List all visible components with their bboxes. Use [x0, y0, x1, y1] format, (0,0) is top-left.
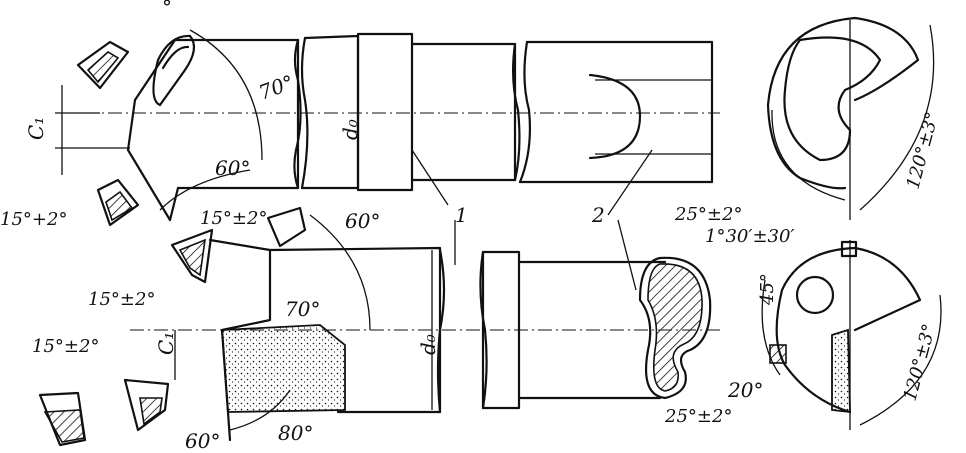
bottom-cutter	[38, 206, 720, 447]
top-body	[410, 42, 517, 182]
arc-70	[189, 29, 263, 161]
section-view-e	[123, 378, 170, 432]
insert-section	[831, 328, 851, 414]
d0-bottom-label: d₀	[416, 334, 440, 355]
arc-25	[771, 109, 846, 201]
leader-2b	[617, 219, 637, 291]
tol-15-left-label: 15°±2°	[88, 289, 155, 310]
c1-top-label: C₁	[24, 117, 48, 140]
end-view-outline	[853, 246, 922, 332]
key-square-lower	[769, 344, 787, 364]
part-1-label: 1	[455, 203, 468, 227]
key-square	[840, 240, 858, 258]
angle-60-top-label: 60°	[215, 156, 250, 180]
angle-20-label: 20°	[727, 378, 763, 402]
tol-25-bottom-label: 25°±2°	[664, 406, 732, 427]
d0-top-label: d₀	[338, 119, 362, 140]
leader-1	[411, 149, 449, 206]
tol-120-bottom-label: 120°±3°	[900, 322, 941, 404]
arc-60-mid	[309, 214, 371, 331]
arc-120-b	[859, 294, 942, 426]
top-shank-mid	[300, 34, 360, 190]
tol-15-mid-label: 15°±2°	[200, 208, 267, 229]
section-view-d	[38, 391, 87, 447]
end-view-bottom	[761, 240, 942, 430]
arc-60	[159, 169, 251, 211]
break-line	[436, 248, 446, 414]
angle-60-mid-label: 60°	[345, 209, 380, 233]
angle-45-label: 45°	[757, 273, 778, 306]
section-hatch	[86, 51, 120, 84]
annotations: ° 70° C₁ d₀ 60° 15°+2° 15°±2° 60° 1 2 15…	[0, 0, 943, 453]
bottom-head-profile	[208, 238, 272, 442]
arc-120	[859, 24, 935, 211]
leader-2	[607, 149, 653, 216]
top-collar	[356, 32, 414, 192]
break-line	[512, 42, 521, 182]
tube-wall-hatch	[647, 263, 703, 392]
tail-section	[588, 73, 642, 160]
section-view-a	[76, 40, 130, 90]
c1-bottom-label: C₁	[154, 332, 178, 355]
end-view-top	[766, 16, 935, 220]
arc-80	[229, 389, 291, 431]
tol-25-top-label: 25°±2°	[674, 204, 742, 225]
tube-end-section	[638, 256, 712, 400]
bottom-tail-edges	[517, 260, 667, 400]
degree-mark-label: °	[162, 0, 172, 19]
arc-45	[761, 279, 781, 376]
break-line	[300, 36, 309, 190]
bore-circle	[795, 275, 835, 315]
end-view-outline	[766, 16, 857, 190]
tol-15-top-label: 15°+2°	[0, 209, 67, 230]
top-tail	[518, 40, 714, 184]
angle-70-top-label: 70°	[256, 70, 298, 105]
tol-120-top-label: 120°±3°	[903, 110, 944, 192]
angle-80-label: 80°	[278, 421, 313, 445]
angle-60-bottom-label: 60°	[185, 429, 220, 453]
top-cutter	[55, 29, 720, 227]
tail-lines	[595, 79, 712, 155]
section-hatch	[105, 190, 134, 222]
tol-15-bottom-label: 15°±2°	[32, 336, 99, 357]
section-hatch	[139, 397, 163, 426]
top-shank-head	[173, 38, 300, 190]
end-view-outline	[775, 246, 857, 414]
section-view-c	[170, 228, 214, 284]
flute-edge	[161, 45, 190, 70]
tol-1-30-label: 1°30′±30′	[705, 226, 795, 247]
kidney-section	[783, 36, 882, 162]
section-view-b	[96, 178, 140, 227]
head-tip	[266, 206, 307, 248]
section-hatch	[43, 409, 85, 443]
top-head-profile	[126, 38, 180, 222]
section-hatch	[178, 238, 206, 277]
end-view-outline	[853, 16, 920, 102]
break-line	[518, 40, 532, 184]
angle-70-mid-label: 70°	[285, 297, 320, 321]
break-line	[293, 38, 302, 190]
part-2-label: 2	[591, 203, 605, 227]
flute-opening	[152, 34, 196, 107]
